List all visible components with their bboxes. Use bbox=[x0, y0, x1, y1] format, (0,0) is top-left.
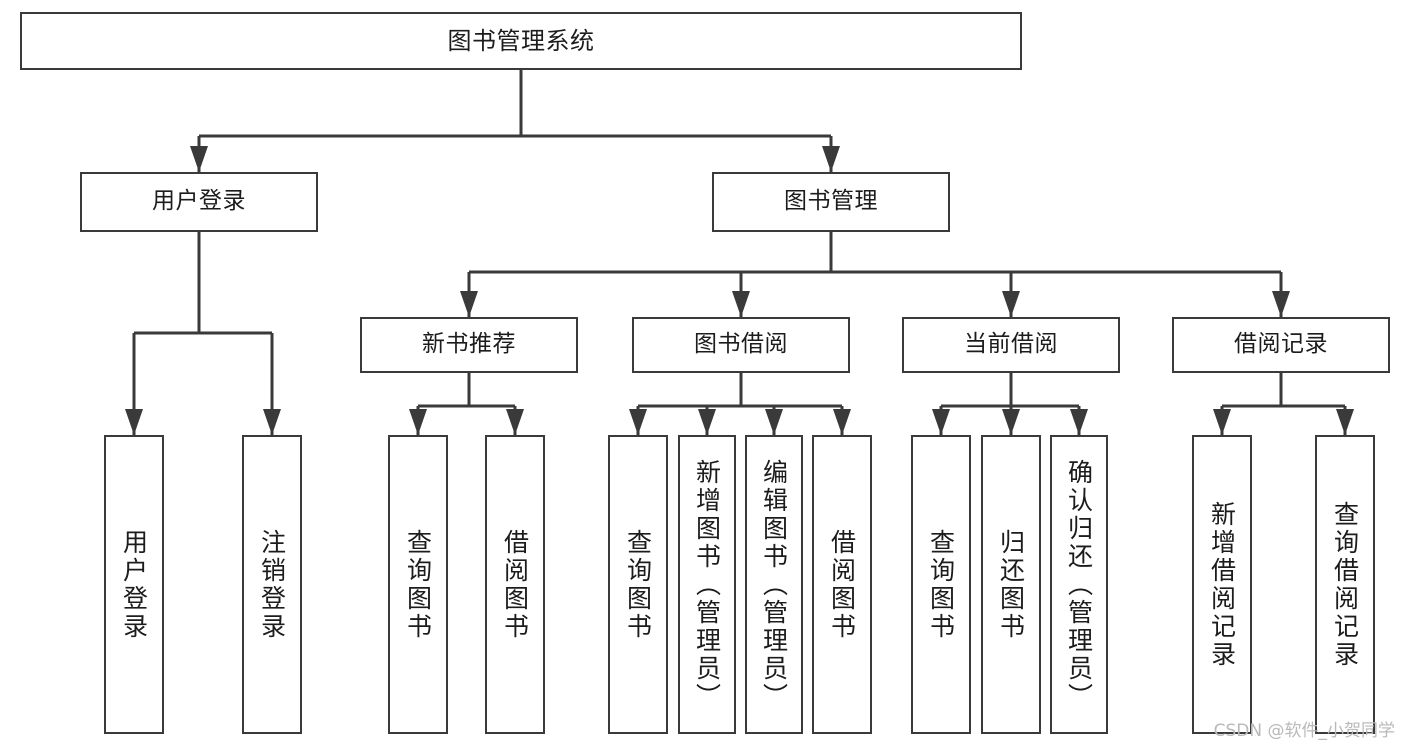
arrow-head-icon bbox=[698, 409, 716, 435]
arrow-head-icon bbox=[460, 291, 478, 317]
node-leaf-book-add[interactable]: 新增图书（管理员） bbox=[678, 435, 736, 734]
node-label: 图书管理 bbox=[784, 188, 878, 215]
node-label: 注销登录 bbox=[257, 528, 287, 641]
arrow-head-icon bbox=[125, 409, 143, 435]
node-leaf-user-login[interactable]: 用户登录 bbox=[104, 435, 164, 734]
arrow-head-icon bbox=[506, 409, 524, 435]
arrow-head-icon bbox=[1213, 409, 1231, 435]
node-leaf-borrow-query[interactable]: 查询图书 bbox=[608, 435, 668, 734]
arrow-head-icon bbox=[1336, 409, 1354, 435]
node-label: 图书管理系统 bbox=[447, 26, 595, 55]
node-root[interactable]: 图书管理系统 bbox=[20, 12, 1022, 70]
node-label: 新书推荐 bbox=[422, 331, 516, 358]
node-user-login[interactable]: 用户登录 bbox=[80, 172, 318, 232]
node-label: 图书借阅 bbox=[694, 331, 788, 358]
node-label: 借阅图书 bbox=[827, 528, 857, 641]
arrow-head-icon bbox=[1272, 291, 1290, 317]
arrow-head-icon bbox=[1070, 409, 1088, 435]
node-label: 确认归还（管理员） bbox=[1064, 458, 1094, 711]
node-leaf-rec-add[interactable]: 新增借阅记录 bbox=[1192, 435, 1252, 734]
node-label: 查询图书 bbox=[926, 528, 956, 641]
node-leaf-cur-query[interactable]: 查询图书 bbox=[911, 435, 971, 734]
node-book-borrow[interactable]: 图书借阅 bbox=[632, 317, 850, 373]
arrow-head-icon bbox=[822, 146, 840, 172]
node-label: 查询图书 bbox=[623, 528, 653, 641]
arrow-head-icon bbox=[409, 409, 427, 435]
node-label: 查询借阅记录 bbox=[1330, 500, 1360, 669]
node-leaf-user-logout[interactable]: 注销登录 bbox=[242, 435, 302, 734]
node-label: 用户登录 bbox=[119, 528, 149, 641]
node-label: 归还图书 bbox=[996, 528, 1026, 641]
node-leaf-book-edit[interactable]: 编辑图书（管理员） bbox=[745, 435, 803, 734]
node-label: 新增借阅记录 bbox=[1207, 500, 1237, 669]
arrow-head-icon bbox=[765, 409, 783, 435]
arrow-head-icon bbox=[263, 409, 281, 435]
node-label: 当前借阅 bbox=[964, 331, 1058, 358]
node-current-borrow[interactable]: 当前借阅 bbox=[902, 317, 1120, 373]
node-label: 用户登录 bbox=[152, 188, 246, 215]
node-leaf-confirm-return[interactable]: 确认归还（管理员） bbox=[1050, 435, 1108, 734]
arrow-head-icon bbox=[1002, 409, 1020, 435]
watermark-label: CSDN @软件_小贺同学 bbox=[1213, 721, 1395, 741]
node-label: 编辑图书（管理员） bbox=[759, 458, 789, 711]
node-label: 查询图书 bbox=[403, 528, 433, 641]
node-new-book-rec[interactable]: 新书推荐 bbox=[360, 317, 578, 373]
node-label: 新增图书（管理员） bbox=[692, 458, 722, 711]
node-borrow-records[interactable]: 借阅记录 bbox=[1172, 317, 1390, 373]
node-leaf-borrow-book[interactable]: 借阅图书 bbox=[812, 435, 872, 734]
arrow-head-icon bbox=[833, 409, 851, 435]
node-label: 借阅图书 bbox=[500, 528, 530, 641]
node-leaf-return-book[interactable]: 归还图书 bbox=[981, 435, 1041, 734]
node-label: 借阅记录 bbox=[1234, 331, 1328, 358]
arrow-head-icon bbox=[629, 409, 647, 435]
arrow-head-icon bbox=[932, 409, 950, 435]
arrow-head-icon bbox=[1002, 291, 1020, 317]
node-leaf-rec-query[interactable]: 查询图书 bbox=[388, 435, 448, 734]
node-leaf-rec-query2[interactable]: 查询借阅记录 bbox=[1315, 435, 1375, 734]
node-leaf-rec-borrow[interactable]: 借阅图书 bbox=[485, 435, 545, 734]
node-book-manage[interactable]: 图书管理 bbox=[712, 172, 950, 232]
arrow-head-icon bbox=[732, 291, 750, 317]
arrow-head-icon bbox=[190, 146, 208, 172]
